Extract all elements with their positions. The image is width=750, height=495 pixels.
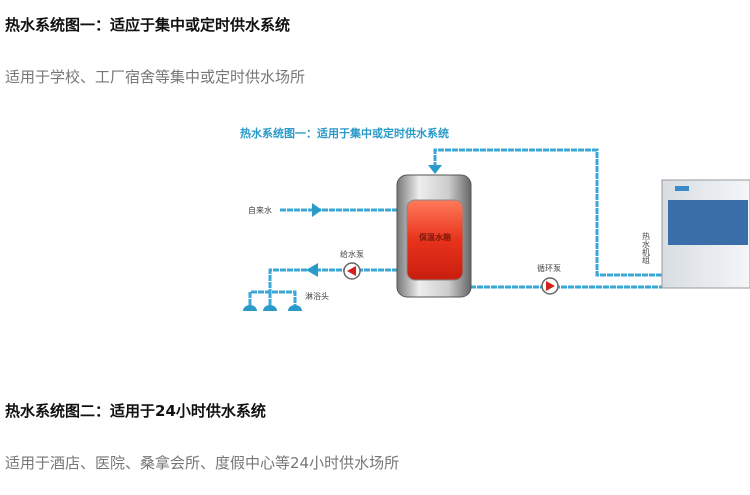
arrow-down-icon xyxy=(428,165,442,174)
pump-icon xyxy=(347,266,356,276)
supply-pump-label: 给水泵 xyxy=(340,249,364,259)
hot-water-system-diagram: 热水系统图一：适用于集中或定时供水系统 自来水 保温水箱 给水泵 淋浴头 循环泵… xyxy=(240,126,750,311)
tap-water-label: 自来水 xyxy=(248,205,272,215)
shower-head-label: 淋浴头 xyxy=(305,291,329,301)
heat-pump-unit xyxy=(661,179,750,289)
diagram-title: 热水系统图一：适用于集中或定时供水系统 xyxy=(240,126,449,140)
arrow-left-icon xyxy=(306,263,318,277)
section1-description: 适用于学校、工厂宿舍等集中或定时供水场所 xyxy=(5,68,306,86)
arrow-right-icon xyxy=(312,203,322,217)
supply-pump xyxy=(343,262,361,280)
circulation-pump xyxy=(541,277,559,295)
section1-heading: 热水系统图一：适应于集中或定时供水系统 xyxy=(5,16,291,34)
section2-heading: 热水系统图二：适用于24小时供水系统 xyxy=(5,402,266,420)
heater-unit-label: 热水机组 xyxy=(642,231,651,264)
pump-icon xyxy=(546,281,555,291)
shower-head-icons xyxy=(243,305,302,311)
section2-description: 适用于酒店、医院、桑拿会所、度假中心等24小时供水场所 xyxy=(5,454,400,472)
insulated-tank: 保温水箱 xyxy=(396,174,472,298)
tank-label: 保温水箱 xyxy=(418,232,451,242)
circulation-pump-label: 循环泵 xyxy=(537,263,561,273)
